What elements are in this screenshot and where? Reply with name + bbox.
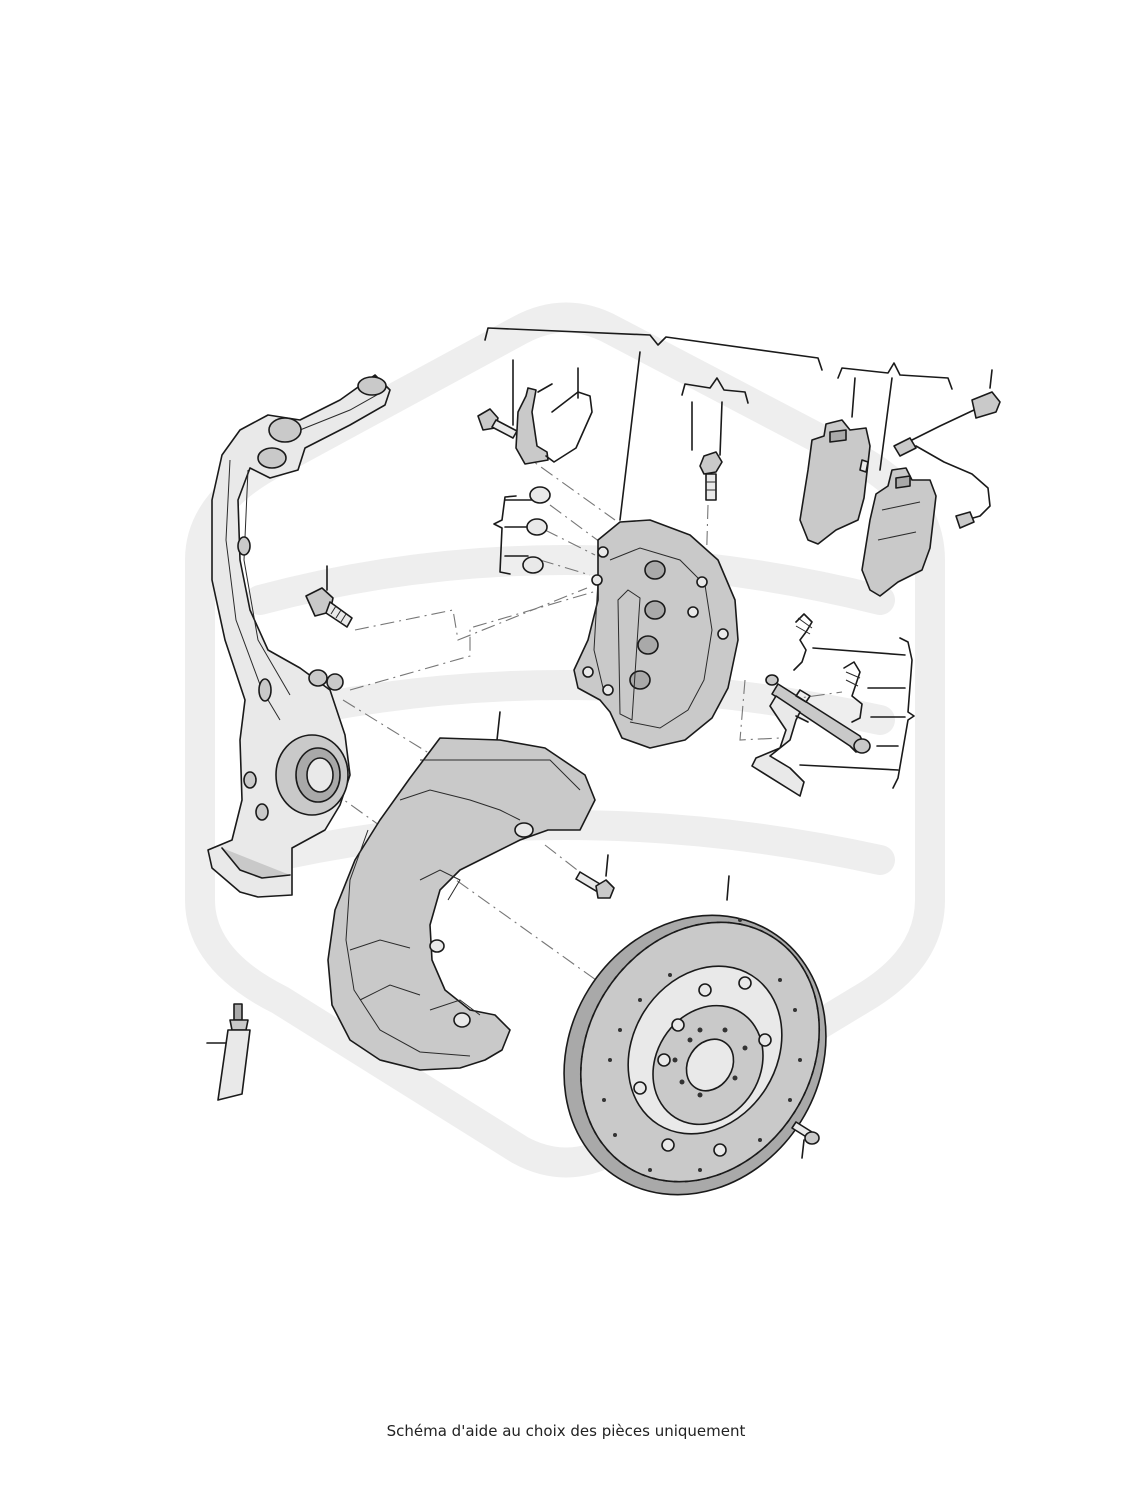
dust-shield-bolt: [575, 871, 615, 899]
pad-wear-sensor: [893, 391, 1001, 529]
pad-retaining-springs: [793, 613, 863, 723]
brake-pads: [799, 419, 937, 597]
brake-disc: [563, 914, 827, 1196]
caliper-bracket-bolt: [477, 408, 518, 439]
knuckle-bolt: [305, 587, 353, 628]
watermark-logo: [185, 302, 945, 1178]
dust-shield: [327, 737, 596, 1071]
pad-retaining-pin-kit: [751, 674, 871, 797]
brake-caliper: [573, 519, 739, 749]
caliper-seal-rings: [522, 486, 551, 574]
callout-lines: [206, 327, 993, 1159]
disc-retaining-screw: [791, 1121, 820, 1145]
grease-tube: [217, 1003, 251, 1101]
bleeder-valve: [699, 451, 723, 501]
diagram-caption: Schéma d'aide au choix des pièces unique…: [386, 1422, 746, 1440]
wear-indicator-bracket: [515, 383, 593, 465]
steering-knuckle: [207, 374, 391, 898]
